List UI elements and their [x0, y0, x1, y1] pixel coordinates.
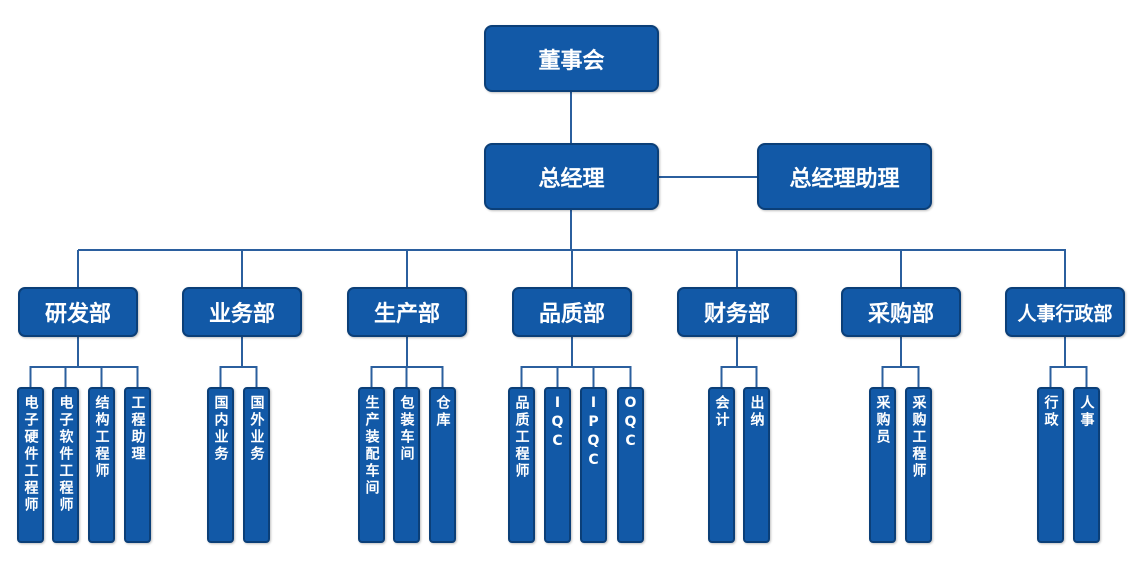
dept-box-production: 生产部: [347, 287, 467, 337]
role-box: 行政: [1037, 387, 1064, 543]
dept-box-purchasing: 采购部: [841, 287, 961, 337]
role-label: 包装车间: [398, 395, 415, 463]
role-label: 国外业务: [248, 395, 265, 463]
role-box: 国外业务: [243, 387, 270, 543]
role-box: 生产装配车间: [358, 387, 385, 543]
role-box: 结构工程师: [88, 387, 115, 543]
role-label: 生产装配车间: [363, 395, 380, 497]
role-label: 行政: [1042, 395, 1059, 429]
role-label: 品质工程师: [513, 395, 530, 480]
role-label: 出纳: [748, 395, 765, 429]
dept-label: 业务部: [208, 302, 275, 327]
role-box: 国内业务: [207, 387, 234, 543]
role-label: IQC: [549, 395, 566, 452]
dept-box-quality: 品质部: [512, 287, 632, 337]
role-label: 人事: [1078, 395, 1095, 429]
dept-label: 财务部: [703, 302, 770, 327]
role-box: 仓库: [429, 387, 456, 543]
role-box: 包装车间: [393, 387, 420, 543]
assistant-label: 总经理助理: [789, 166, 900, 192]
role-box: 人事: [1073, 387, 1100, 543]
board-box: 董事会: [484, 25, 659, 92]
dept-label: 人事行政部: [1017, 302, 1113, 325]
dept-label: 研发部: [44, 302, 111, 327]
role-label: 采购员: [874, 395, 891, 446]
assistant-box: 总经理助理: [757, 143, 932, 210]
dept-label: 采购部: [867, 302, 934, 327]
role-box: 品质工程师: [508, 387, 535, 543]
role-label: 会计: [713, 395, 730, 429]
role-label: IPQC: [585, 395, 602, 471]
role-box: 采购工程师: [905, 387, 932, 543]
role-box: 出纳: [743, 387, 770, 543]
dept-box-hr-admin: 人事行政部: [1005, 287, 1125, 337]
dept-box-rd: 研发部: [18, 287, 138, 337]
dept-label: 品质部: [538, 302, 605, 327]
role-box: IQC: [544, 387, 571, 543]
role-box: 会计: [708, 387, 735, 543]
role-label: 结构工程师: [93, 395, 110, 480]
board-label: 董事会: [538, 48, 605, 74]
general-manager-box: 总经理: [484, 143, 659, 210]
role-label: 国内业务: [212, 395, 229, 463]
role-label: 电子软件工程师: [57, 395, 74, 514]
general-manager-label: 总经理: [538, 166, 605, 192]
role-box: 电子软件工程师: [52, 387, 79, 543]
role-box: 工程助理: [124, 387, 151, 543]
role-box: IPQC: [580, 387, 607, 543]
role-box: OQC: [617, 387, 644, 543]
dept-box-finance: 财务部: [677, 287, 797, 337]
dept-label: 生产部: [373, 302, 440, 327]
role-label: 采购工程师: [910, 395, 927, 480]
role-label: 工程助理: [129, 395, 146, 463]
role-label: OQC: [622, 395, 639, 452]
role-box: 采购员: [869, 387, 896, 543]
role-box: 电子硬件工程师: [17, 387, 44, 543]
role-label: 仓库: [434, 395, 451, 429]
dept-box-business: 业务部: [182, 287, 302, 337]
role-label: 电子硬件工程师: [22, 395, 39, 514]
